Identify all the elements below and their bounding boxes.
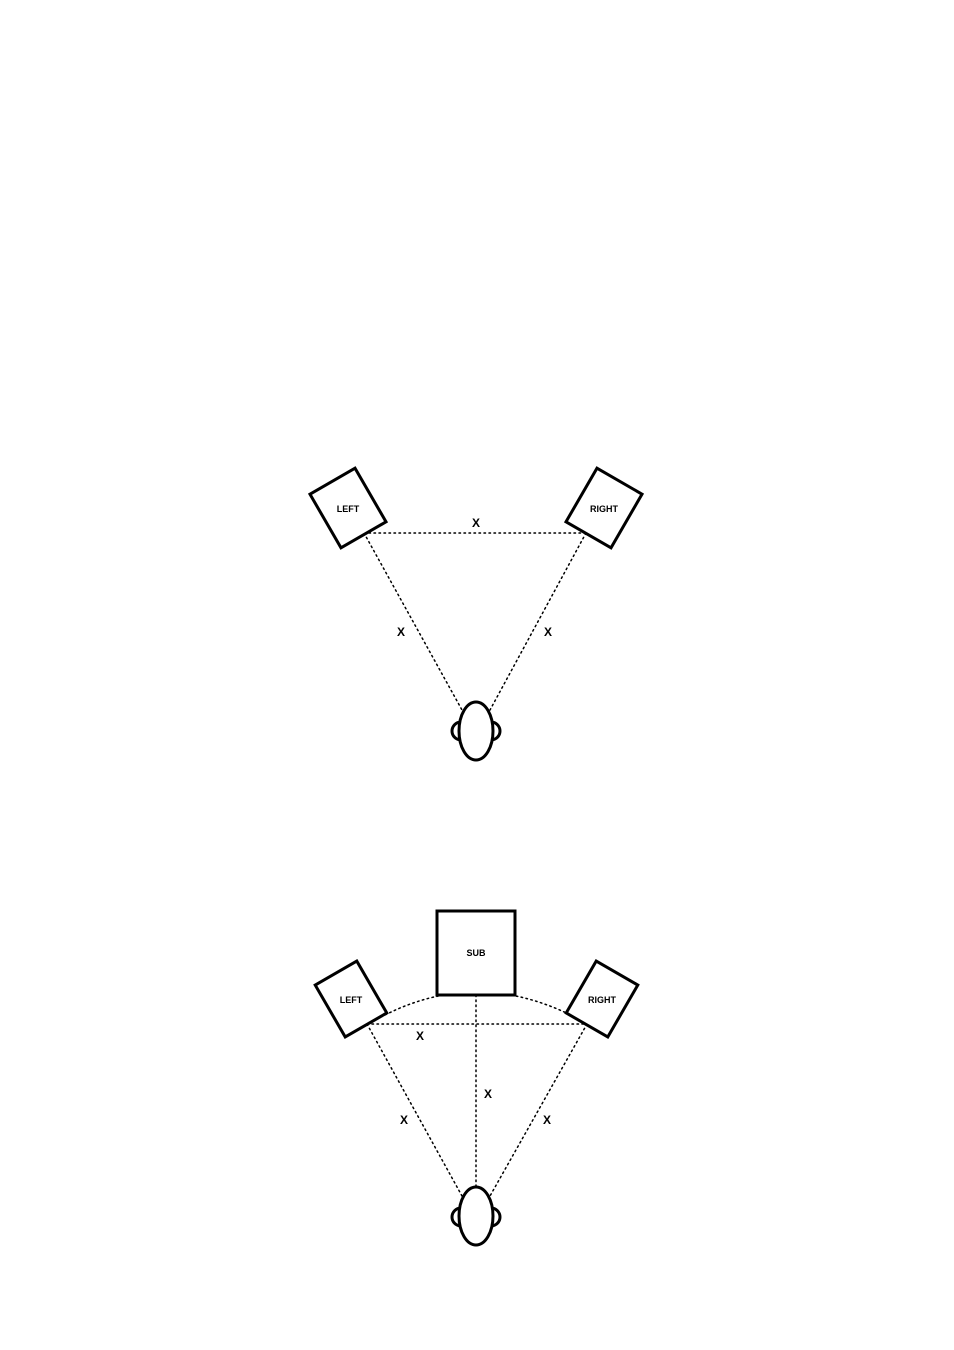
- left-to-listener-line: [364, 533, 462, 710]
- left-speaker: LEFT: [310, 468, 386, 548]
- stereo-triangle-diagram: LEFT RIGHT X X X: [310, 468, 642, 760]
- right-speaker-label: RIGHT: [590, 504, 619, 514]
- subwoofer: SUB: [437, 911, 515, 995]
- distance-label-right: X: [544, 625, 552, 639]
- right-to-listener-line: [490, 533, 586, 710]
- right-to-listener-line: [490, 1024, 587, 1196]
- distance-label-right: X: [543, 1113, 551, 1127]
- listener-head-icon: [452, 702, 500, 760]
- right-speaker-label: RIGHT: [588, 995, 617, 1005]
- distance-label-left: X: [397, 625, 405, 639]
- distance-label-left: X: [400, 1113, 408, 1127]
- left-speaker-label: LEFT: [337, 504, 360, 514]
- left-to-listener-line: [367, 1024, 462, 1196]
- distance-label-center: X: [484, 1087, 492, 1101]
- left-speaker: LEFT: [315, 961, 387, 1037]
- right-speaker: RIGHT: [566, 468, 642, 548]
- right-speaker: RIGHT: [566, 961, 638, 1037]
- left-speaker-label: LEFT: [340, 995, 363, 1005]
- subwoofer-placement-diagram: SUB LEFT RIGHT X X X X: [315, 911, 638, 1245]
- distance-label-top: X: [472, 516, 480, 530]
- listener-head-icon: [452, 1187, 500, 1245]
- distance-label-top: X: [416, 1029, 424, 1043]
- subwoofer-label: SUB: [466, 948, 486, 958]
